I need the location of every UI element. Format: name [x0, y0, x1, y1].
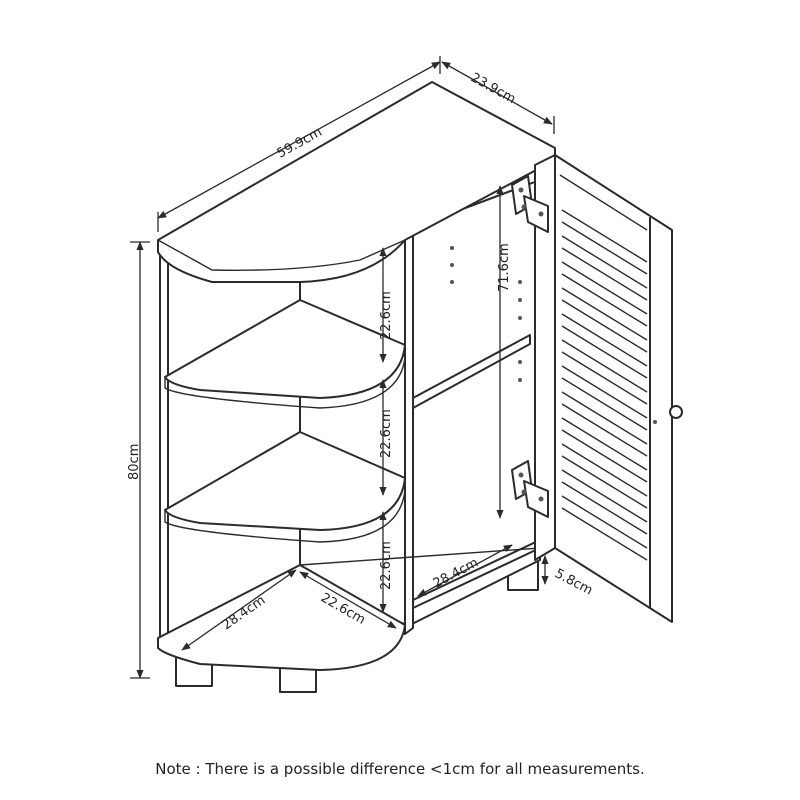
divider-panel [404, 233, 414, 635]
dimension-lines [130, 56, 555, 679]
door-knob [669, 405, 683, 419]
corner-shelf-1 [164, 299, 406, 399]
shelf-pin-holes [450, 246, 522, 382]
hinge-top-icon [511, 175, 549, 233]
depth-label: 23.9cm [468, 70, 518, 107]
leg-front-right [279, 667, 317, 693]
louvered-door [534, 154, 683, 623]
leg-height-label: 5.8cm [552, 566, 595, 598]
shelf-gap-2-label: 22.6cm [379, 409, 394, 458]
cabinet-body [157, 81, 556, 693]
hinge-bottom-icon [511, 460, 549, 518]
shelf-gap-3-label: 22.6cm [379, 541, 394, 590]
left-front-edge [159, 244, 169, 651]
louver-slats [561, 209, 648, 561]
cabinet-height-label: 71.6cm [497, 243, 512, 292]
height-label: 80cm [127, 444, 142, 480]
shelf-gap-1-label: 22.6cm [379, 291, 394, 340]
corner-shelf-2 [164, 431, 406, 531]
measurement-note: Note : There is a possible difference <1… [155, 760, 645, 778]
